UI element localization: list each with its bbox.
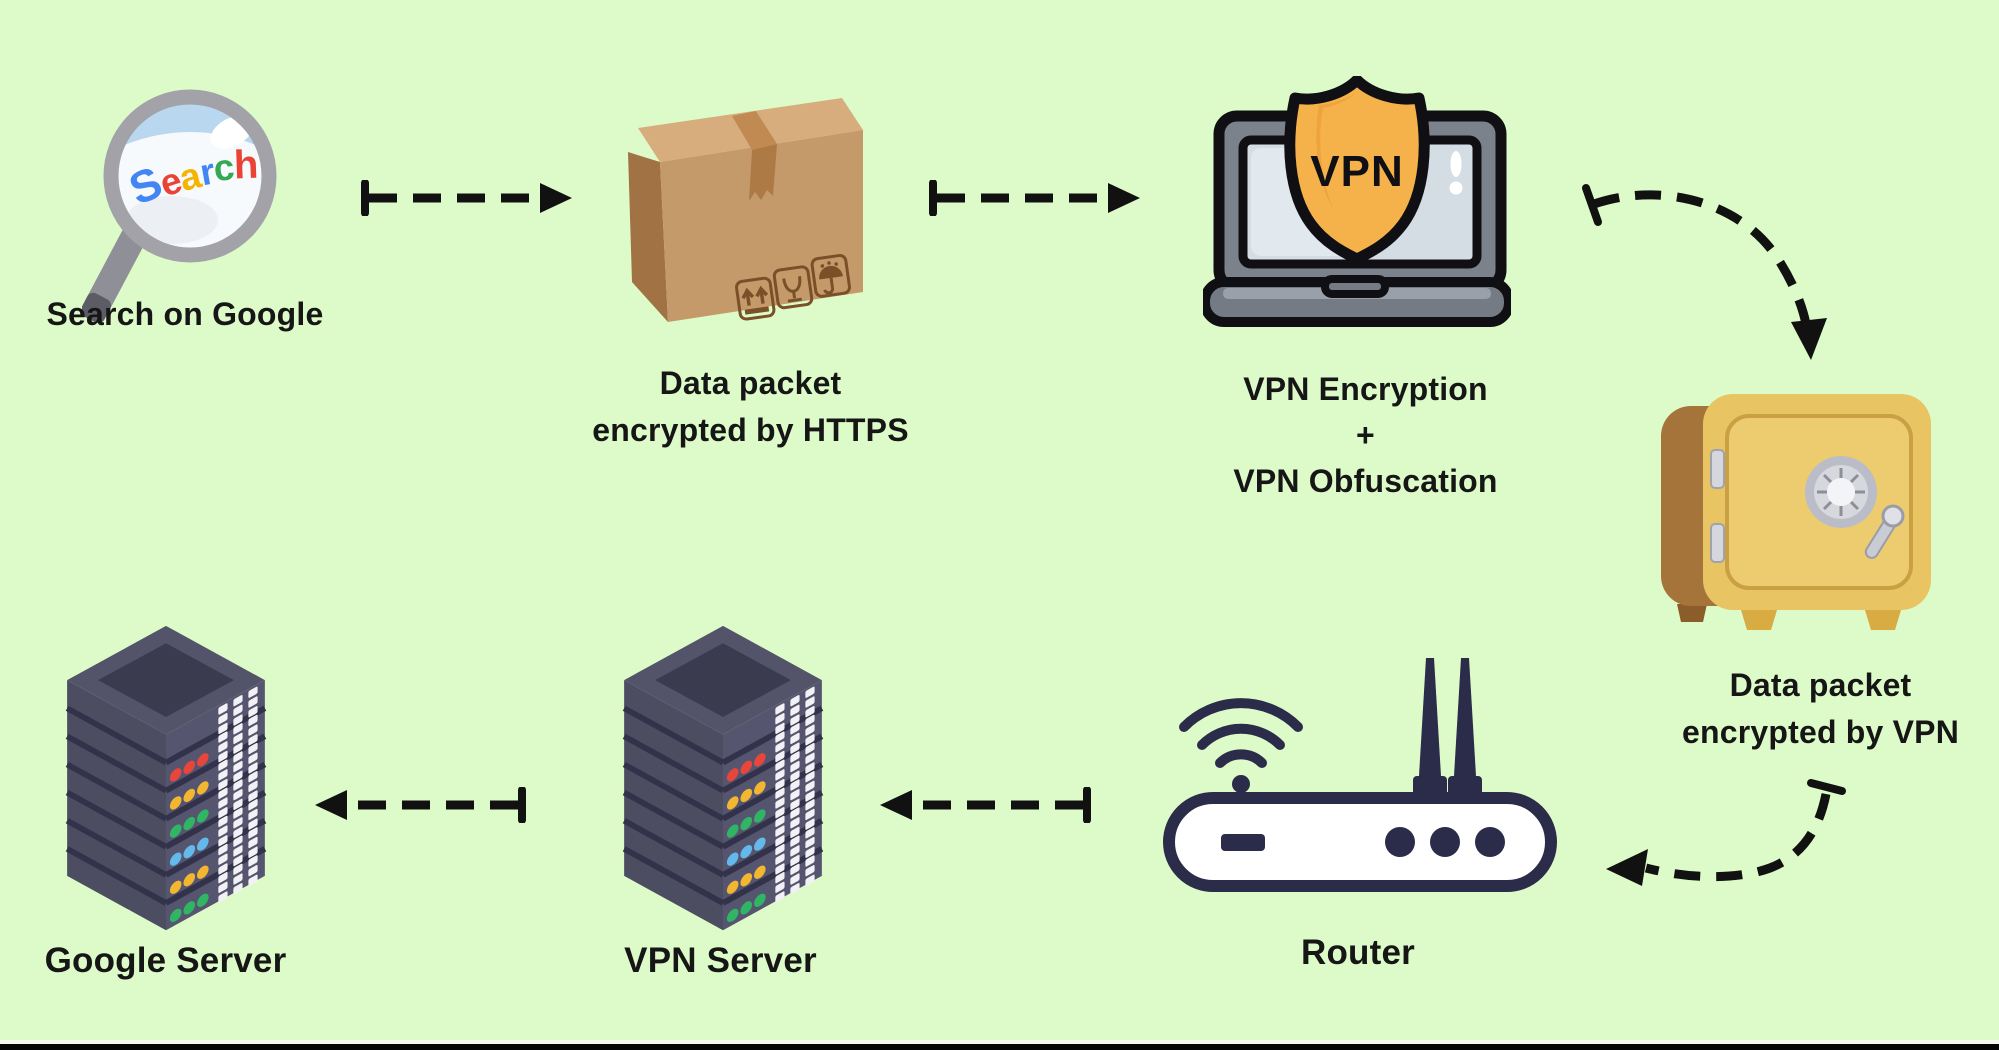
screen-notification-mark [1450, 151, 1462, 177]
arrow-search-to-https-packet [361, 180, 572, 216]
vpn-shield-text: VPN [1310, 147, 1403, 196]
arrow-safe-to-router [1606, 779, 1846, 886]
https-packet-label: Data packet encrypted by HTTPS [553, 360, 948, 454]
search-letter: h [233, 142, 260, 188]
server-decorations [169, 686, 258, 923]
vpn-encryption-label-line1: VPN Encryption [1243, 371, 1488, 407]
vpn-server-label: VPN Server [624, 941, 817, 980]
laptop-vpn-icon: VPN [1203, 76, 1511, 327]
safe-hinge [1710, 523, 1725, 563]
safe-dial [1805, 456, 1877, 528]
vpn-packet-label: Data packet encrypted by VPN [1633, 662, 1999, 756]
footer-bar [0, 1044, 1999, 1050]
https-packet-label-line2: encrypted by HTTPS [592, 412, 909, 448]
footer-light-strip [0, 1040, 1999, 1044]
google-server-icon [65, 625, 267, 931]
router-icon [1163, 658, 1557, 892]
server-decorations [726, 686, 815, 923]
vpn-packet-label-line1: Data packet [1729, 667, 1912, 703]
router-antennas [1413, 658, 1482, 804]
vpn-encryption-label: VPN Encryption + VPN Obfuscation [1193, 366, 1538, 504]
magnifier-handle [82, 227, 146, 324]
vpn-packet-label-line2: encrypted by VPN [1681, 714, 1960, 750]
safe-icon [1661, 394, 1931, 630]
safe-handle [1864, 504, 1905, 559]
router-label: Router [1301, 933, 1415, 972]
box-shipping-marks [735, 254, 852, 321]
vpn-shield-icon: VPN [1284, 76, 1430, 265]
google-server-label: Google Server [44, 941, 287, 980]
arrow-vpn-to-safe [1582, 184, 1827, 360]
vpn-server-icon [622, 625, 824, 931]
router-body [1163, 792, 1557, 892]
vpn-encryption-label-line3: VPN Obfuscation [1233, 463, 1498, 499]
vpn-encryption-label-line2: + [1356, 417, 1375, 453]
https-packet-label-line1: Data packet [659, 365, 842, 401]
safe-hinge [1710, 449, 1725, 489]
search-label: Search on Google [46, 296, 324, 332]
search-magnifier-icon [82, 89, 277, 324]
arrow-vpn-server-to-google-server [315, 787, 526, 823]
arrow-router-to-vpn-server [880, 787, 1091, 823]
box-tape-front [749, 144, 777, 201]
arrow-https-packet-to-vpn [929, 180, 1140, 216]
box-tape-top [732, 111, 777, 150]
wifi-signal-icon [1179, 698, 1303, 793]
package-box-icon [628, 98, 863, 322]
laptop-notch [1321, 275, 1389, 298]
